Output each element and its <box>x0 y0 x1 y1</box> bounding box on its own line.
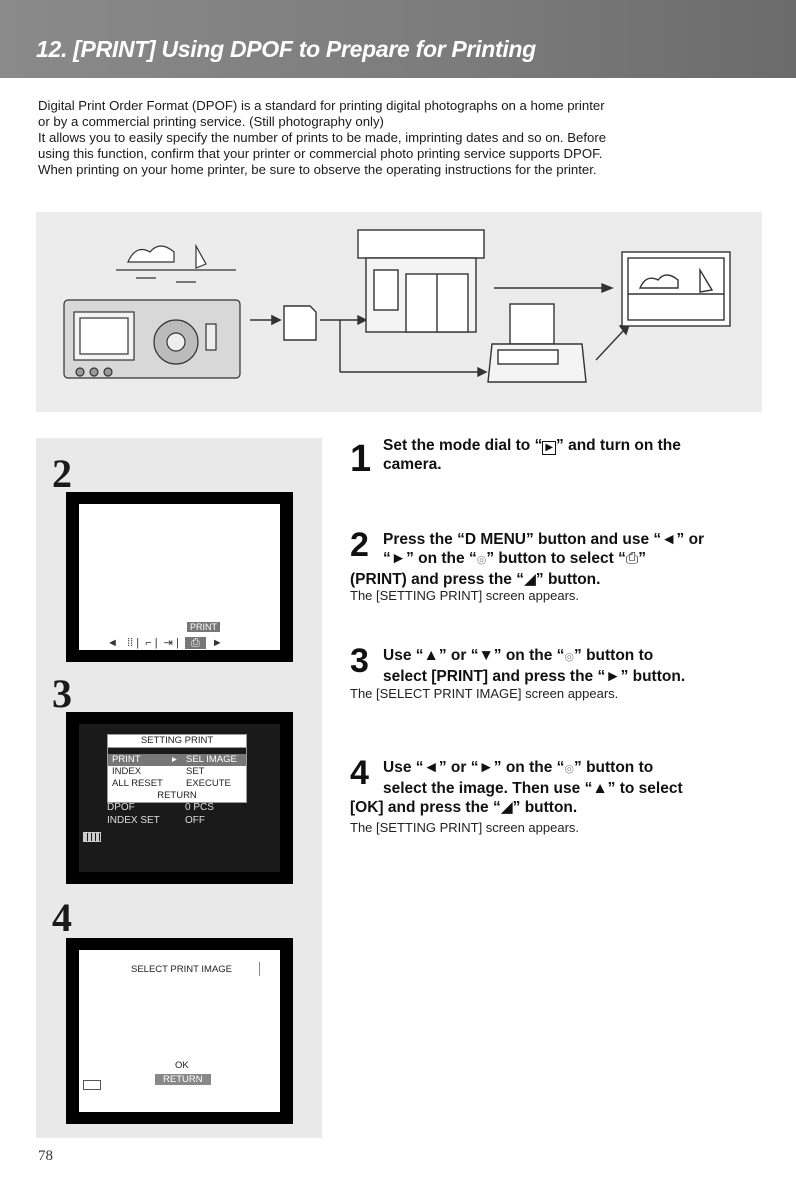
delete-icon: ⇥ <box>163 637 173 649</box>
title-divider <box>259 962 260 976</box>
playback-icon: ▶ <box>542 441 557 455</box>
screen-step-number: 2 <box>52 451 72 496</box>
lcd-display: SETTING PRINT PRINT ▸ SEL IMAGE INDEX SE… <box>79 724 280 872</box>
connector-lines <box>320 314 488 378</box>
four-way-button-icon: ◎ <box>476 554 487 566</box>
intro-line: Digital Print Order Format (DPOF) is a s… <box>38 98 605 113</box>
menu-row-all-reset[interactable]: ALL RESET EXECUTE <box>112 778 231 789</box>
memory-card-icon <box>283 305 317 341</box>
lcd-display: PRINT ◄ ⁞⁞ | ⌐ | ⇥ | ⎙ ► <box>79 504 280 650</box>
photo-scene-icon <box>116 243 236 283</box>
triangle-right-icon: ▸ <box>172 754 177 765</box>
four-way-button-icon: ◎ <box>564 763 575 775</box>
step-number: 3 <box>350 642 369 680</box>
ok-set-icon: ◢ <box>523 571 536 588</box>
intro-line: When printing on your home printer, be s… <box>38 162 597 177</box>
menu-icon-row: ◄ ⁞⁞ | ⌐ | ⇥ | ⎙ ► <box>107 637 223 649</box>
arrow-right-icon: ► <box>211 637 223 649</box>
ok-option[interactable]: OK <box>175 1060 189 1071</box>
print-icon: ⎙ <box>625 550 639 567</box>
screen-step-number: 4 <box>52 895 72 940</box>
lcd-screen-step3: SETTING PRINT PRINT ▸ SEL IMAGE INDEX SE… <box>66 712 293 884</box>
printed-photo-icon <box>621 251 731 327</box>
menu-row-print[interactable]: PRINT ▸ SEL IMAGE <box>108 754 246 766</box>
printer-icon <box>487 303 587 383</box>
step-number: 2 <box>350 526 369 564</box>
intro-text: Digital Print Order Format (DPOF) is a s… <box>38 98 758 178</box>
lcd-screen-step2: PRINT ◄ ⁞⁞ | ⌐ | ⇥ | ⎙ ► <box>66 492 293 662</box>
dpof-illustration <box>36 212 762 412</box>
camera-icon <box>63 299 241 379</box>
select-print-image-title: SELECT PRINT IMAGE <box>131 964 233 975</box>
menu-row-return[interactable]: RETURN <box>157 790 197 801</box>
screen-step-number: 3 <box>52 671 72 716</box>
step-number: 4 <box>350 754 369 792</box>
four-way-button-icon: ◎ <box>564 651 575 663</box>
info-dpof: DPOF <box>107 802 135 813</box>
return-option[interactable]: RETURN <box>155 1074 211 1085</box>
info-index-set: INDEX SET <box>107 815 160 826</box>
lcd-display: SELECT PRINT IMAGE OK RETURN <box>79 950 280 1112</box>
print-label: PRINT <box>187 622 220 632</box>
step-title: Use “▲” or “▼” on the “◎” button to sele… <box>383 647 686 685</box>
header-bar: 12. [PRINT] Using DPOF to Prepare for Pr… <box>0 0 796 78</box>
screens-panel: 2 PRINT ◄ ⁞⁞ | ⌐ | ⇥ | ⎙ ► 3 SETTING PRI… <box>36 438 322 1138</box>
step-description: The [SELECT PRINT IMAGE] screen appears. <box>350 686 619 701</box>
step-description: The [SETTING PRINT] screen appears. <box>350 820 580 835</box>
battery-icon <box>83 832 101 842</box>
step-title: Set the mode dial to “▶” and turn on the… <box>383 437 681 473</box>
menu-title: SETTING PRINT <box>108 735 246 748</box>
arrow-left-icon: ◄ <box>107 637 118 649</box>
info-dpof-value: 0 PCS <box>185 802 214 813</box>
grid-icon: ⁞⁞ <box>127 637 134 649</box>
arrow-icon <box>250 314 282 326</box>
photo-shop-icon <box>357 229 485 333</box>
step-title: Press the “D MENU” button and use “◄” or… <box>350 531 705 588</box>
step-number: 1 <box>350 438 372 480</box>
intro-line: or by a commercial printing service. (St… <box>38 114 384 129</box>
step-description: The [SETTING PRINT] screen appears. <box>350 588 580 603</box>
intro-line: It allows you to easily specify the numb… <box>38 130 607 145</box>
page-number: 78 <box>38 1148 53 1164</box>
workflow-diagram <box>63 229 731 383</box>
step-title: Use “◄” or “►” on the “◎” button to sele… <box>350 759 683 816</box>
arrow-icon <box>595 320 632 361</box>
print-icon: ⎙ <box>184 637 206 649</box>
intro-line: using this function, confirm that your p… <box>38 146 603 161</box>
battery-icon <box>83 1080 101 1090</box>
menu-row-index[interactable]: INDEX SET <box>112 766 205 777</box>
info-index-set-value: OFF <box>185 815 205 826</box>
lcd-screen-step4: SELECT PRINT IMAGE OK RETURN <box>66 938 293 1124</box>
arrow-icon <box>494 282 614 294</box>
ok-set-icon: ◢ <box>500 799 513 816</box>
setting-print-menu: SETTING PRINT PRINT ▸ SEL IMAGE INDEX SE… <box>107 734 247 803</box>
page-title: 12. [PRINT] Using DPOF to Prepare for Pr… <box>36 36 536 62</box>
protect-icon: ⌐ <box>145 637 152 649</box>
